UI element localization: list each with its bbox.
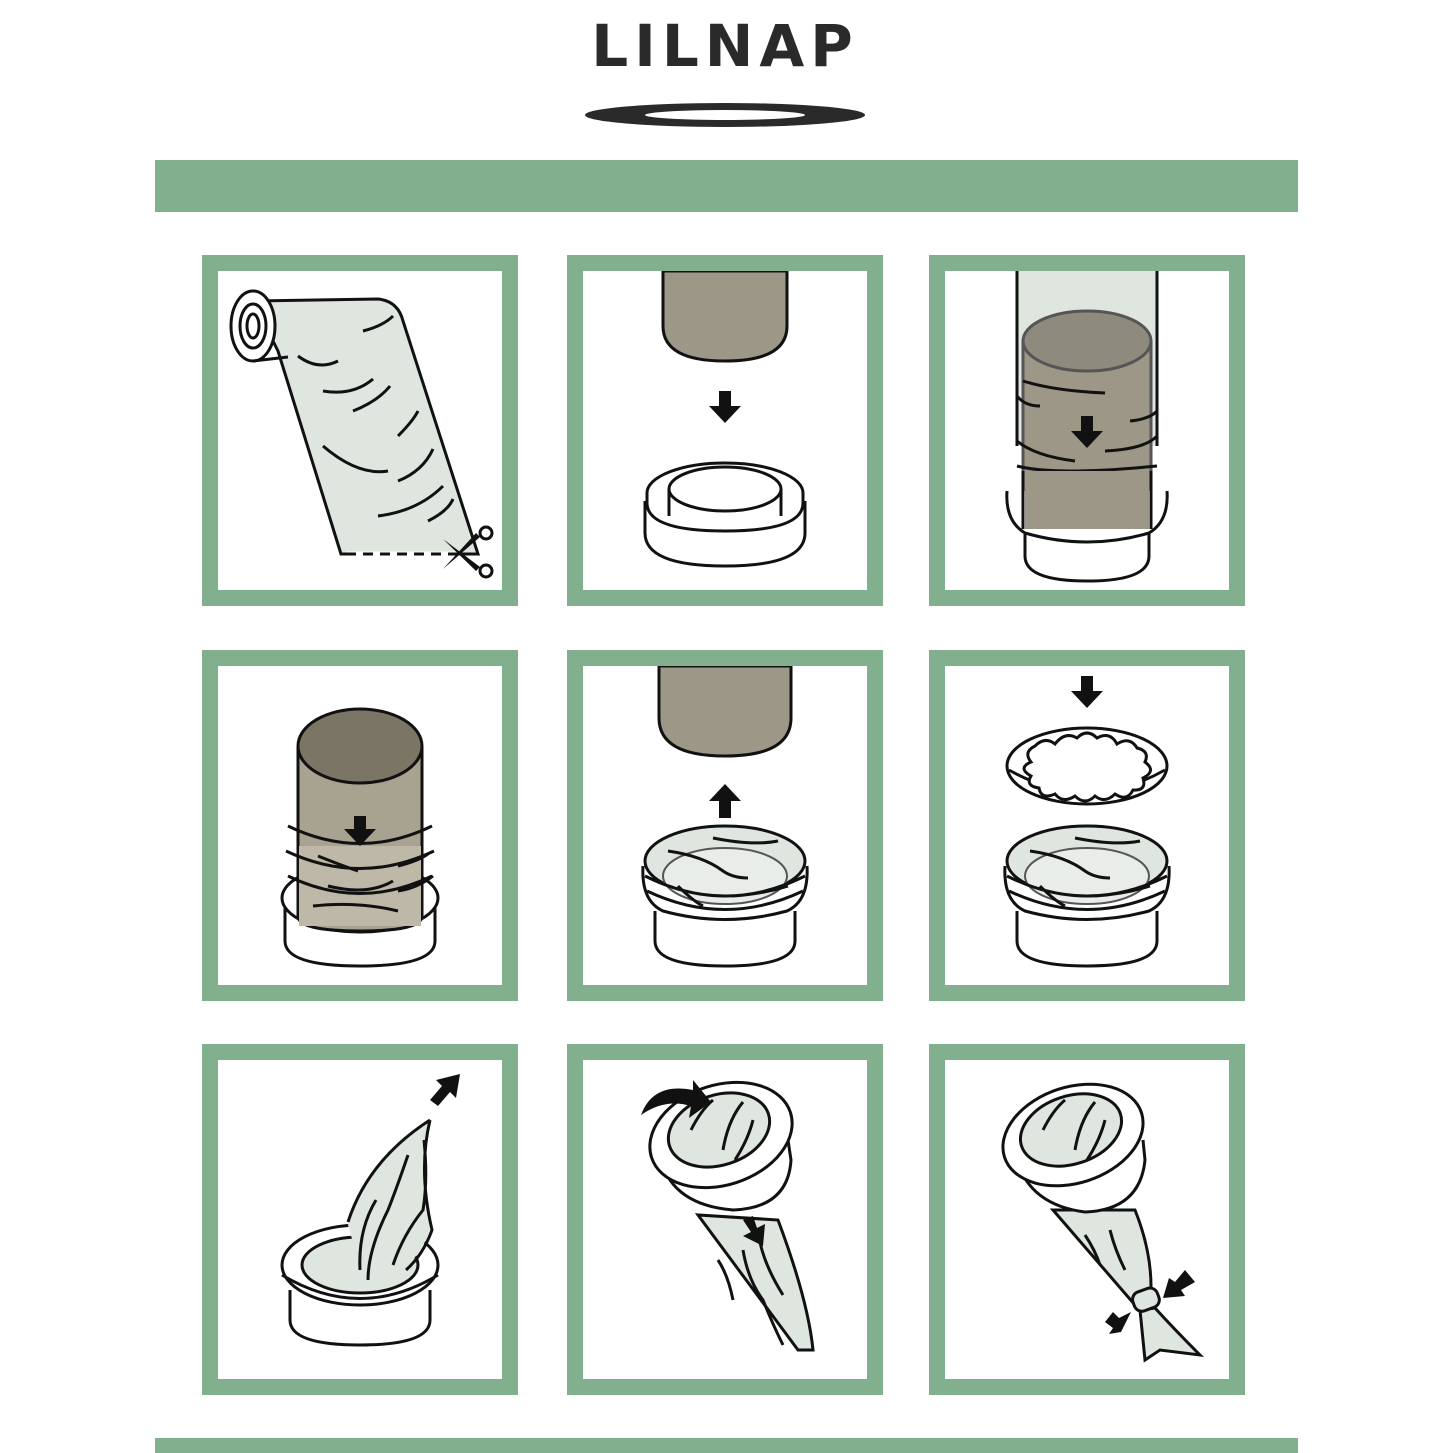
arrow-in-icon bbox=[1105, 1312, 1131, 1334]
arrow-down-icon bbox=[743, 1216, 765, 1246]
step-2-panel bbox=[567, 255, 883, 606]
step-6-panel bbox=[929, 650, 1245, 1001]
arrow-down-icon bbox=[344, 816, 376, 846]
step-9-panel bbox=[929, 1044, 1245, 1395]
step-5-panel bbox=[567, 650, 883, 1001]
scissors-icon bbox=[443, 525, 494, 579]
bag-over-rod-illustration bbox=[1005, 271, 1169, 583]
step-3-panel bbox=[929, 255, 1245, 606]
curved-arrow-icon bbox=[641, 1080, 711, 1118]
brand-name: LILNAP bbox=[591, 12, 859, 80]
step-7-panel bbox=[202, 1044, 518, 1395]
arrow-up-icon bbox=[709, 784, 741, 818]
tie-knot-illustration bbox=[1001, 1082, 1205, 1363]
bag-slide-down-illustration bbox=[280, 707, 440, 968]
wavy-lid-icon bbox=[1005, 726, 1169, 806]
step-4-panel bbox=[202, 650, 518, 1001]
step-8-panel bbox=[567, 1044, 883, 1395]
arrow-down-icon bbox=[709, 391, 741, 423]
flip-and-drop-illustration bbox=[641, 1080, 815, 1352]
logo-ring-icon bbox=[585, 103, 865, 127]
attach-lid-illustration bbox=[1003, 676, 1171, 968]
remove-rod-illustration bbox=[641, 666, 809, 968]
bag-roll-icon bbox=[229, 289, 494, 579]
step-1-panel bbox=[202, 255, 518, 606]
header-bar bbox=[155, 160, 1298, 212]
pull-bag-out-illustration bbox=[280, 1074, 460, 1347]
arrow-down-icon bbox=[1071, 416, 1103, 448]
rod-into-ring-illustration bbox=[643, 271, 807, 568]
arrow-in-icon bbox=[1163, 1270, 1195, 1298]
brand-logo: LILNAP bbox=[580, 12, 870, 127]
footer-bar bbox=[155, 1438, 1298, 1453]
knot-icon bbox=[1131, 1286, 1161, 1313]
arrow-up-right-icon bbox=[430, 1074, 460, 1106]
arrow-down-icon bbox=[1071, 676, 1103, 708]
